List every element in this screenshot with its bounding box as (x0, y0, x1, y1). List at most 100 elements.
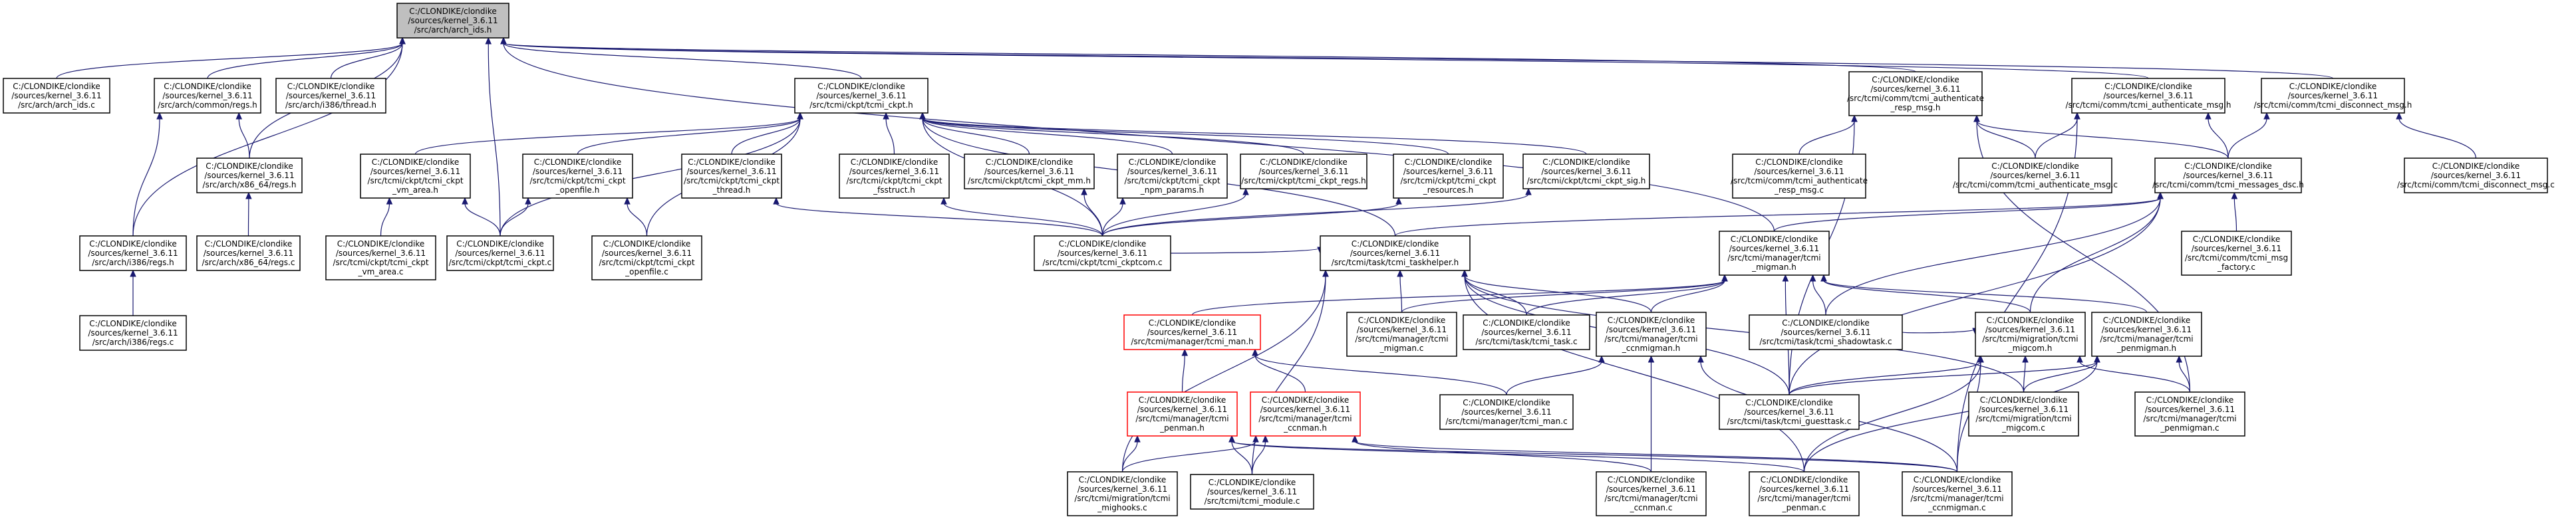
node-label-line: C:/CLONDIKE/clondike (1914, 475, 2001, 484)
file-node-penmigman-h[interactable]: C:/CLONDIKE/clondike/sources/kernel_3.6.… (2091, 312, 2202, 357)
node-label-line: /sources/kernel_3.6.11 (1606, 325, 1696, 334)
file-node-openfile-h[interactable]: C:/CLONDIKE/clondike/sources/kernel_3.6.… (522, 154, 633, 199)
edge-migman_c-to-taskhelper_h (1397, 269, 1403, 313)
file-node-arch-ids-h[interactable]: C:/CLONDIKE/clondike/sources/kernel_3.6.… (396, 3, 509, 39)
file-node-shadowtask-c[interactable]: C:/CLONDIKE/clondike/sources/kernel_3.6.… (1749, 314, 1903, 350)
node-label-line: /sources/kernel_3.6.11 (1403, 167, 1493, 176)
file-node-ckpt-sig-h[interactable]: C:/CLONDIKE/clondike/sources/kernel_3.6.… (1522, 154, 1650, 189)
node-label-line: C:/CLONDIKE/clondike (534, 157, 622, 167)
node-label-line: C:/CLONDIKE/clondike (1463, 398, 1550, 407)
edge-ckptcom_c-to-ckpt_sig_h (1101, 187, 1532, 237)
file-node-common-regs-h[interactable]: C:/CLONDIKE/clondike/sources/kernel_3.6.… (154, 78, 261, 114)
node-box (839, 154, 950, 199)
node-label-line: C:/CLONDIKE/clondike (688, 157, 776, 167)
node-box (325, 235, 436, 280)
file-node-penmigman-c[interactable]: C:/CLONDIKE/clondike/sources/kernel_3.6.… (2134, 391, 2245, 437)
node-label-line: /sources/kernel_3.6.11 (1077, 484, 1167, 494)
node-box (1127, 391, 1238, 437)
file-node-i386-regs-c[interactable]: C:/CLONDIKE/clondike/sources/kernel_3.6.… (79, 315, 187, 351)
node-box (275, 78, 386, 114)
file-node-penman-c[interactable]: C:/CLONDIKE/clondike/sources/kernel_3.6.… (1749, 471, 1860, 516)
node-label-line: /src/tcmi/tcmi_module.c (1205, 496, 1300, 506)
node-label-line: /src/tcmi/manager/tcmi (2100, 334, 2193, 344)
file-node-resources-h[interactable]: C:/CLONDIKE/clondike/sources/kernel_3.6.… (1393, 154, 1504, 199)
node-label-line: /sources/kernel_3.6.11 (1729, 244, 1819, 253)
file-node-arch-ids-c[interactable]: C:/CLONDIKE/clondike/sources/kernel_3.6.… (3, 78, 110, 114)
node-label-line: /src/tcmi/manager/tcmi_man.h (1131, 337, 1253, 346)
node-label-line: C:/CLONDIKE/clondike (1872, 75, 1959, 84)
node-label-line: _ccnman.c (1630, 503, 1673, 512)
node-label-line: _thread.h (712, 185, 751, 195)
node-label-line: /sources/kernel_3.6.11 (533, 167, 623, 176)
node-label-line: C:/CLONDIKE/clondike (1542, 157, 1630, 167)
node-label-line: /sources/kernel_3.6.11 (2102, 325, 2192, 334)
file-node-mighooks-c[interactable]: C:/CLONDIKE/clondike/sources/kernel_3.6.… (1067, 471, 1178, 516)
file-node-migcom-h[interactable]: C:/CLONDIKE/clondike/sources/kernel_3.6.… (1975, 312, 2086, 357)
node-label-line: /src/tcmi/manager/tcmi (1604, 494, 1697, 503)
file-node-ccnman-c[interactable]: C:/CLONDIKE/clondike/sources/kernel_3.6.… (1596, 471, 1707, 516)
file-node-ckpt-mm-h[interactable]: C:/CLONDIKE/clondike/sources/kernel_3.6.… (964, 154, 1095, 189)
node-label-line: /sources/kernel_3.6.11 (1207, 487, 1297, 496)
node-label-line: /sources/kernel_3.6.11 (2145, 405, 2235, 414)
file-node-npm-params-h[interactable]: C:/CLONDIKE/clondike/sources/kernel_3.6.… (1117, 154, 1228, 199)
edge-penman_c-to-penmigman_h (1803, 355, 2100, 472)
node-label-line: /src/arch/arch_ids.c (18, 100, 95, 110)
file-node-module-c[interactable]: C:/CLONDIKE/clondike/sources/kernel_3.6.… (1190, 474, 1314, 510)
edge-ccnmigman_c-to-penman_h (1228, 435, 1958, 472)
file-node-ccnmigman-h[interactable]: C:/CLONDIKE/clondike/sources/kernel_3.6.… (1596, 312, 1707, 357)
file-node-i386-regs-h[interactable]: C:/CLONDIKE/clondike/sources/kernel_3.6.… (79, 235, 187, 271)
node-label-line: /src/tcmi/manager/tcmi (1757, 494, 1850, 503)
file-node-man-h[interactable]: C:/CLONDIKE/clondike/sources/kernel_3.6.… (1123, 314, 1261, 350)
file-node-guesttask-c[interactable]: C:/CLONDIKE/clondike/sources/kernel_3.6.… (1719, 394, 1860, 430)
file-node-tcmi-ckpt-h[interactable]: C:/CLONDIKE/clondike/sources/kernel_3.6.… (794, 78, 929, 114)
node-label-line: /sources/kernel_3.6.11 (1357, 325, 1447, 334)
file-node-auth-resp-h[interactable]: C:/CLONDIKE/clondike/sources/kernel_3.6.… (1847, 71, 1984, 116)
node-label-line: _penmigman.c (2160, 423, 2219, 433)
file-node-ckptcom-c[interactable]: C:/CLONDIKE/clondike/sources/kernel_3.6.… (1034, 235, 1171, 271)
file-node-auth-msg-h[interactable]: C:/CLONDIKE/clondike/sources/kernel_3.6.… (2066, 78, 2231, 114)
node-label-line: C:/CLONDIKE/clondike (1731, 235, 1818, 244)
file-node-msg-factory-c[interactable]: C:/CLONDIKE/clondike/sources/kernel_3.6.… (2181, 231, 2292, 276)
file-node-openfile-c[interactable]: C:/CLONDIKE/clondike/sources/kernel_3.6.… (591, 235, 702, 280)
node-label-line: C:/CLONDIKE/clondike (851, 157, 938, 167)
file-node-disconnect-h[interactable]: C:/CLONDIKE/clondike/sources/kernel_3.6.… (2254, 78, 2412, 114)
file-node-auth-msg-c[interactable]: C:/CLONDIKE/clondike/sources/kernel_3.6.… (1953, 157, 2118, 193)
file-node-taskhelper-h[interactable]: C:/CLONDIKE/clondike/sources/kernel_3.6.… (1320, 235, 1471, 271)
file-node-messages-dsc-h[interactable]: C:/CLONDIKE/clondike/sources/kernel_3.6.… (2152, 157, 2304, 193)
file-node-ckpt-thread-h[interactable]: C:/CLONDIKE/clondike/sources/kernel_3.6.… (681, 154, 782, 199)
node-box (1902, 471, 2013, 516)
edge-vm_area_c-to-vm_area_h (380, 197, 393, 237)
node-label-line: C:/CLONDIKE/clondike (1352, 239, 1439, 249)
node-label-line: /sources/kernel_3.6.11 (1481, 328, 1571, 337)
file-node-penman-h[interactable]: C:/CLONDIKE/clondike/sources/kernel_3.6.… (1127, 391, 1238, 437)
file-node-ccnman-h[interactable]: C:/CLONDIKE/clondike/sources/kernel_3.6.… (1250, 391, 1361, 437)
node-label-line: /sources/kernel_3.6.11 (1541, 167, 1631, 176)
file-node-migcom-c[interactable]: C:/CLONDIKE/clondike/sources/kernel_3.6.… (1968, 391, 2079, 437)
file-node-tcmi-ckpt-c[interactable]: C:/CLONDIKE/clondike/sources/kernel_3.6.… (446, 235, 554, 271)
node-label-line: C:/CLONDIKE/clondike (205, 239, 293, 249)
file-node-x86-64-regs-h[interactable]: C:/CLONDIKE/clondike/sources/kernel_3.6.… (196, 157, 303, 193)
node-label-line: /sources/kernel_3.6.11 (11, 91, 101, 100)
file-node-migman-h[interactable]: C:/CLONDIKE/clondike/sources/kernel_3.6.… (1719, 231, 1830, 276)
node-label-line: /sources/kernel_3.6.11 (1759, 484, 1849, 494)
file-node-x86-64-regs-c[interactable]: C:/CLONDIKE/clondike/sources/kernel_3.6.… (196, 235, 301, 271)
node-label-line: /sources/kernel_3.6.11 (370, 167, 460, 176)
node-box (396, 3, 509, 39)
file-node-task-c[interactable]: C:/CLONDIKE/clondike/sources/kernel_3.6.… (1463, 314, 1590, 350)
file-node-fsstruct-h[interactable]: C:/CLONDIKE/clondike/sources/kernel_3.6.… (839, 154, 950, 199)
file-node-ccnmigman-c[interactable]: C:/CLONDIKE/clondike/sources/kernel_3.6.… (1902, 471, 2013, 516)
file-node-ckpt-regs-h[interactable]: C:/CLONDIKE/clondike/sources/kernel_3.6.… (1240, 154, 1367, 189)
node-label-line: /src/arch/x86_64/regs.c (202, 258, 295, 267)
edge-auth_msg_c-to-auth_resp_h (1973, 114, 2036, 159)
edge-messages_dsc_h-to-auth_resp_h (1973, 114, 2229, 159)
file-node-man-c[interactable]: C:/CLONDIKE/clondike/sources/kernel_3.6.… (1439, 394, 1574, 430)
node-label-line: /sources/kernel_3.6.11 (88, 328, 178, 338)
file-node-i386-thread-h[interactable]: C:/CLONDIKE/clondike/sources/kernel_3.6.… (275, 78, 386, 114)
file-node-disconnect-c[interactable]: C:/CLONDIKE/clondike/sources/kernel_3.6.… (2397, 157, 2555, 193)
file-node-vm-area-h[interactable]: C:/CLONDIKE/clondike/sources/kernel_3.6.… (360, 154, 471, 199)
edge-guesttask_c-to-penmigman_h (1789, 355, 2100, 395)
file-node-migman-c[interactable]: C:/CLONDIKE/clondike/sources/kernel_3.6.… (1346, 312, 1457, 357)
node-label-line: _resources.h (1423, 185, 1474, 195)
file-node-vm-area-c[interactable]: C:/CLONDIKE/clondike/sources/kernel_3.6.… (325, 235, 436, 280)
file-node-auth-resp-c[interactable]: C:/CLONDIKE/clondike/sources/kernel_3.6.… (1731, 154, 1868, 199)
